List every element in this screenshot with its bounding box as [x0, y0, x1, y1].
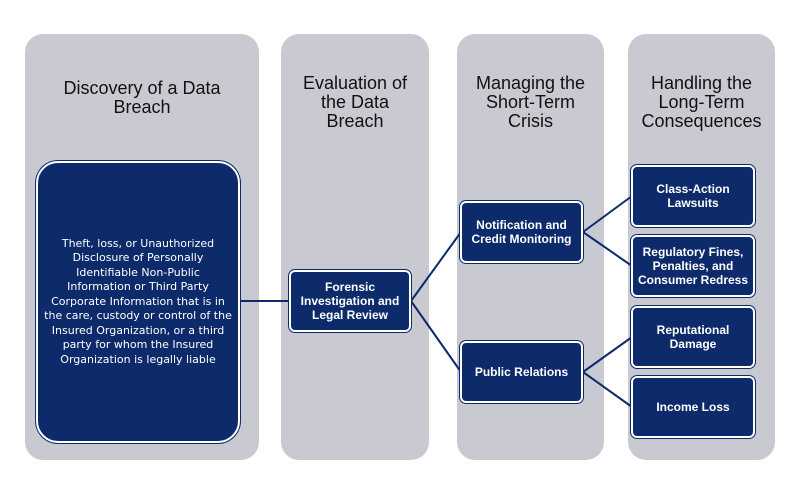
connector-notification-class-action — [582, 195, 633, 233]
node-reputational-label: Reputational Damage — [656, 323, 730, 351]
node-public-relations: Public Relations — [460, 341, 583, 403]
column-title-long-term: Handling the Long-Term Consequences — [641, 73, 762, 131]
node-reputational-damage: Reputational Damage — [631, 306, 755, 368]
column-evaluation: Evaluation of the Data Breach — [281, 34, 429, 460]
connector-notification-regulatory — [582, 231, 633, 267]
node-public-relations-label: Public Relations — [474, 365, 569, 379]
connector-forensic-notification — [410, 231, 462, 302]
node-regulatory-label: Regulatory Fines, Penalties, and Consume… — [637, 245, 749, 287]
node-forensic-investigation: Forensic Investigation and Legal Review — [289, 270, 411, 332]
node-income-loss: Income Loss — [631, 376, 755, 438]
node-class-action-label: Class-Action Lawsuits — [656, 182, 730, 210]
connector-pr-income-loss — [582, 371, 633, 408]
node-forensic-investigation-label: Forensic Investigation and Legal Review — [300, 280, 400, 322]
connector-pr-reputational — [582, 336, 633, 373]
column-title-discovery: Discovery of a Data Breach — [63, 78, 221, 117]
connector-forensic-public-relations — [410, 300, 462, 373]
node-data-breach-discovery-label: Theft, loss, or Unauthorized Disclosure … — [44, 236, 232, 366]
node-income-loss-label: Income Loss — [656, 400, 730, 414]
node-data-breach-discovery: Theft, loss, or Unauthorized Disclosure … — [36, 161, 240, 443]
node-notification-credit-monitoring: Notification and Credit Monitoring — [460, 201, 583, 263]
node-class-action-lawsuits: Class-Action Lawsuits — [631, 165, 755, 227]
node-notification-label: Notification and Credit Monitoring — [471, 218, 572, 246]
node-regulatory-fines: Regulatory Fines, Penalties, and Consume… — [631, 235, 755, 297]
column-title-evaluation: Evaluation of the Data Breach — [302, 73, 408, 131]
column-title-short-term: Managing the Short-Term Crisis — [475, 73, 586, 131]
